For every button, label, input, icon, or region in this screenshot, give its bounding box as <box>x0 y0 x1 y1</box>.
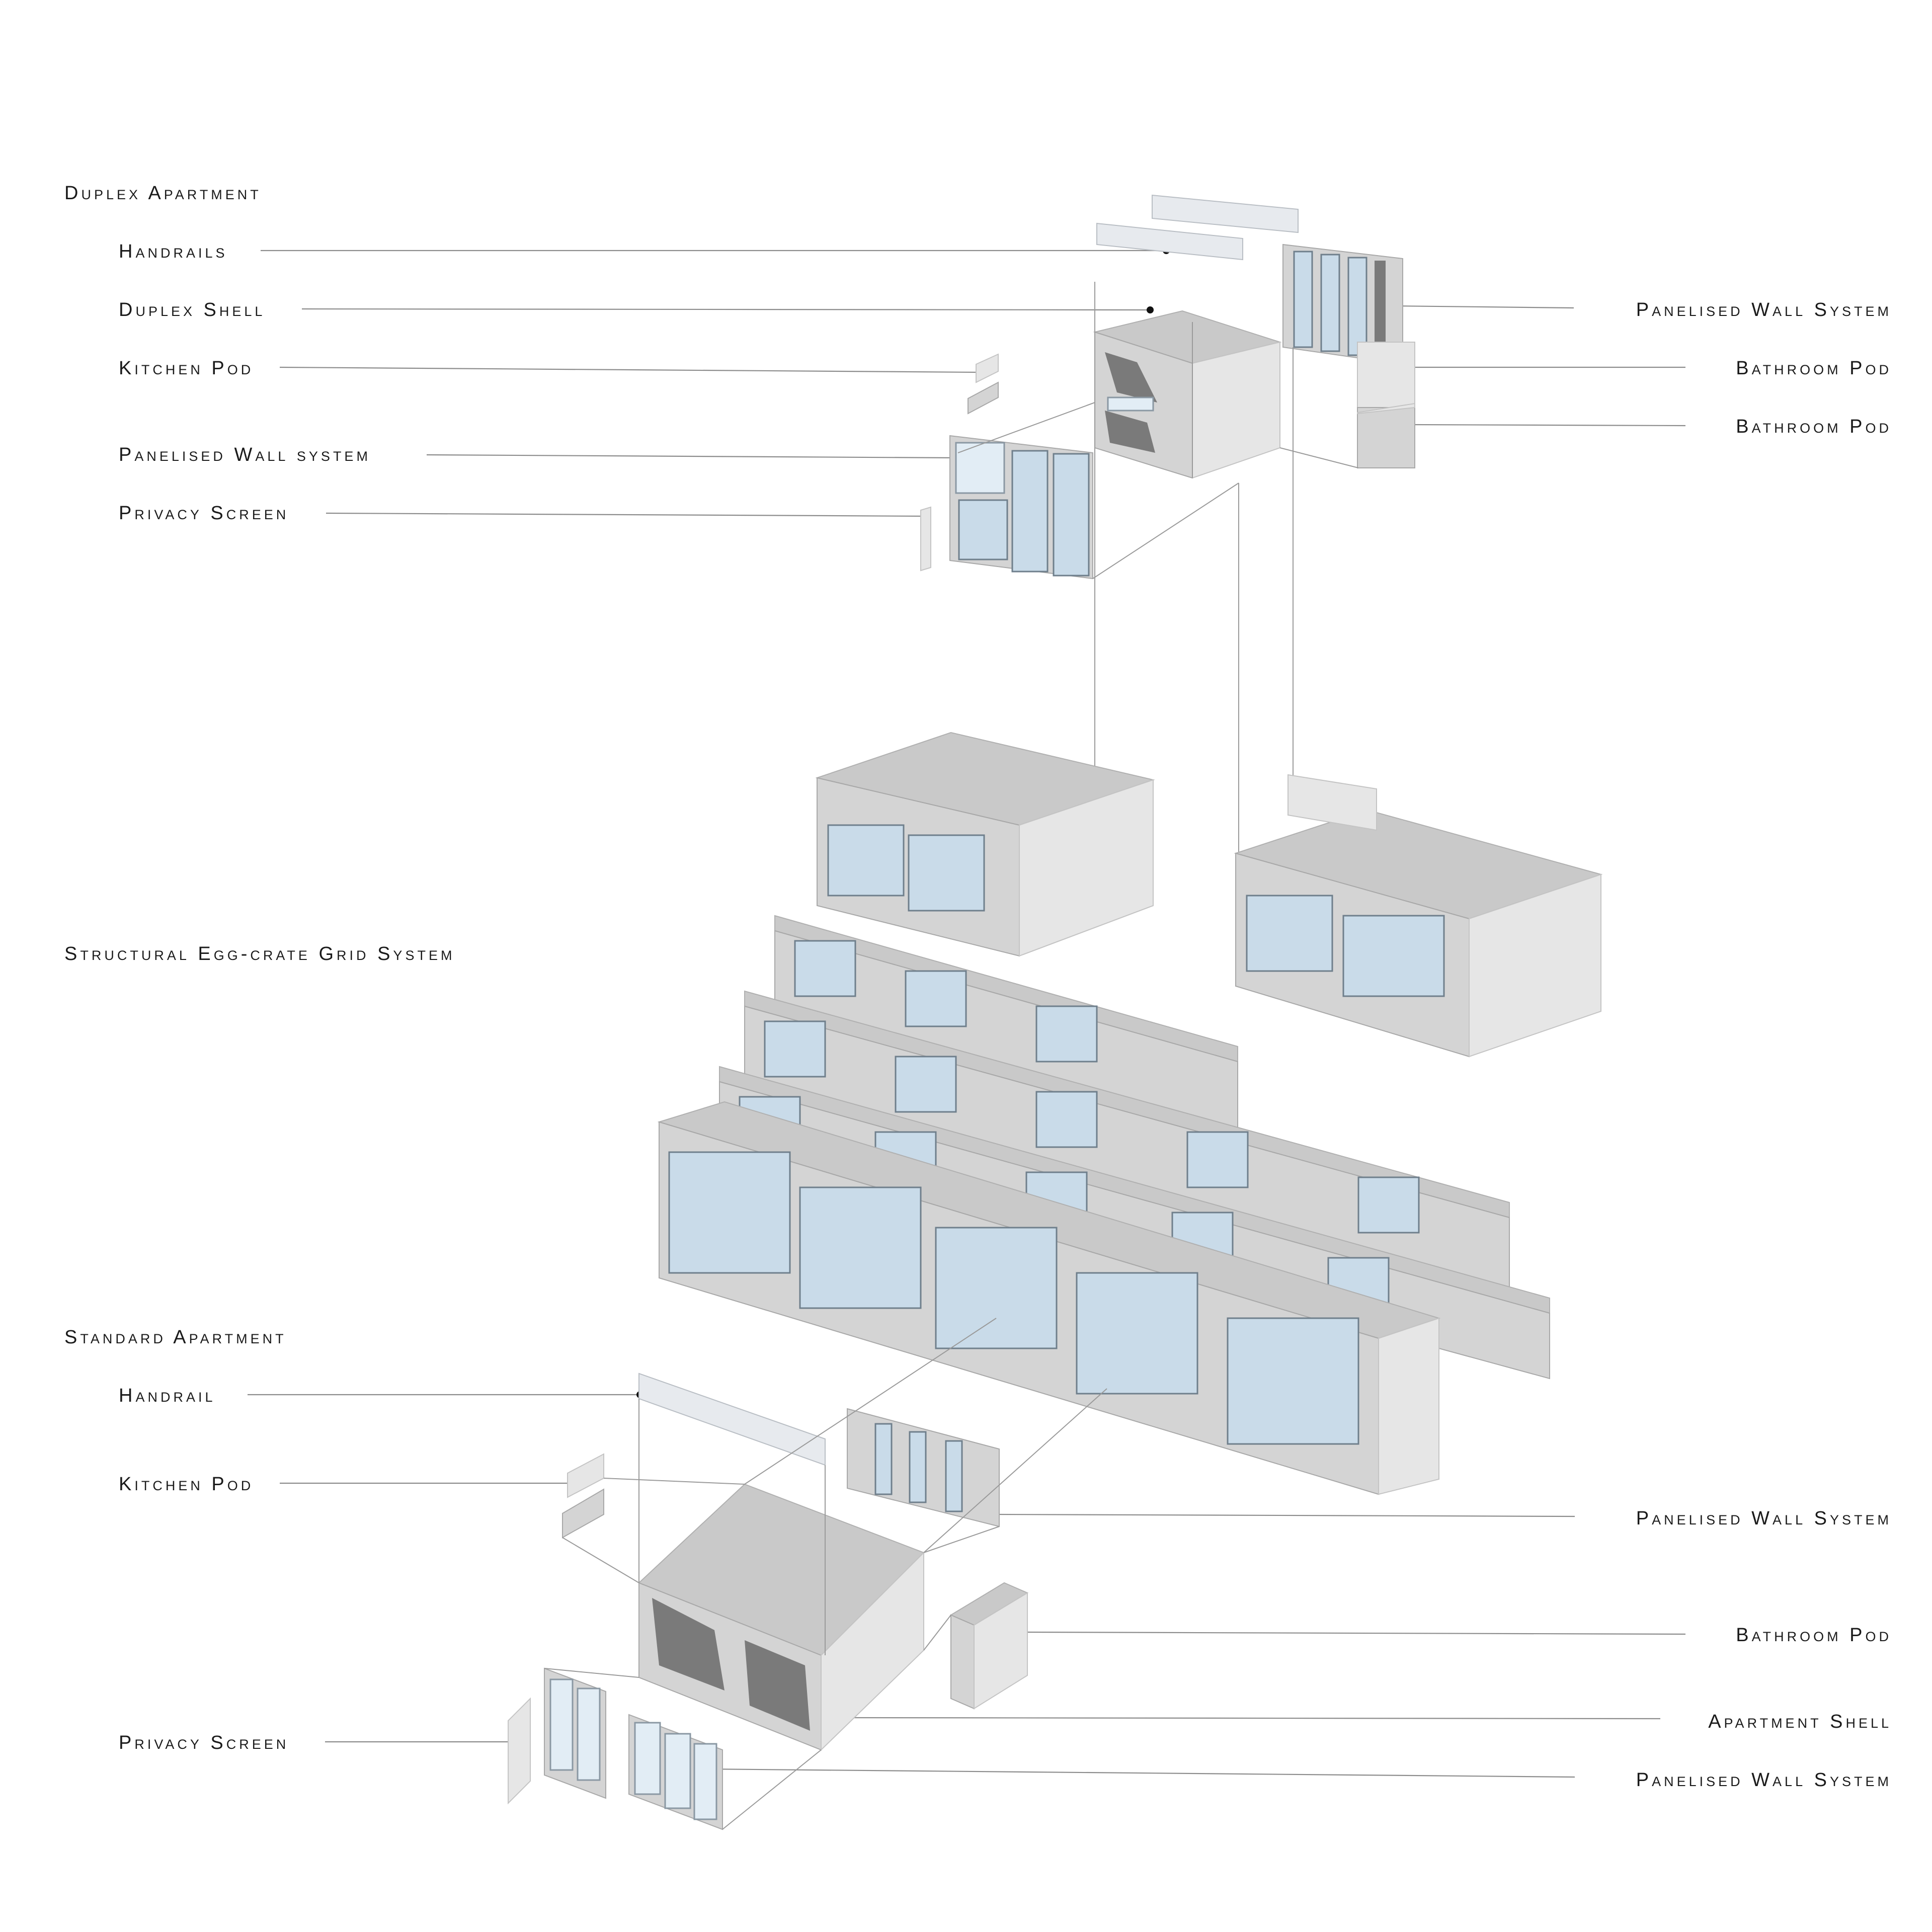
standard-label-apartment-shell: Apartment Shell <box>842 1711 1892 1732</box>
duplex-kitchen-pods <box>968 353 999 415</box>
duplex-guide-lines <box>957 282 1359 865</box>
duplex-bathroom-pods <box>1357 342 1415 468</box>
svg-text:Panelised Wall System: Panelised Wall System <box>1636 1508 1892 1529</box>
svg-text:Privacy Screen: Privacy Screen <box>119 1732 289 1753</box>
standard-label-privacy-screen: Privacy Screen <box>119 1732 515 1753</box>
standard-label-handrail: Handrail <box>119 1385 643 1406</box>
duplex-label-kitchen-pod: Kitchen Pod <box>119 358 985 379</box>
svg-text:Bathroom Pod: Bathroom Pod <box>1736 358 1892 379</box>
duplex-shell-block <box>1093 310 1282 479</box>
svg-text:Panelised Wall System: Panelised Wall System <box>1636 1769 1892 1791</box>
standard-label-panelised-wall-upper: Panelised Wall System <box>993 1508 1892 1529</box>
svg-text:Panelised Wall System: Panelised Wall System <box>1636 299 1892 320</box>
duplex-right-wall-panels <box>1282 244 1403 365</box>
section-heading-grid: Structural Egg-crate Grid System <box>64 943 455 964</box>
svg-text:Apartment Shell: Apartment Shell <box>1708 1711 1892 1732</box>
svg-text:Panelised Wall system: Panelised Wall system <box>119 444 371 465</box>
standard-handrail-component <box>638 1373 826 1466</box>
duplex-label-shell: Duplex Shell <box>119 299 1154 320</box>
svg-text:Duplex Shell: Duplex Shell <box>119 299 265 320</box>
standard-bathroom-pod <box>949 1582 1029 1710</box>
svg-text:Bathroom Pod: Bathroom Pod <box>1736 416 1892 437</box>
svg-text:Kitchen Pod: Kitchen Pod <box>119 358 254 379</box>
svg-text:Kitchen Pod: Kitchen Pod <box>119 1474 254 1495</box>
duplex-left-wall-panels <box>949 435 1093 580</box>
standard-label-kitchen-pod: Kitchen Pod <box>119 1474 575 1495</box>
duplex-label-handrails: Handrails <box>119 241 1170 262</box>
standard-privacy-screen <box>508 1697 531 1805</box>
duplex-label-bathroom-pod-2: Bathroom Pod <box>1406 416 1892 437</box>
duplex-privacy-screen <box>920 506 931 572</box>
standard-label-bathroom-pod: Bathroom Pod <box>1017 1625 1892 1646</box>
svg-text:Bathroom Pod: Bathroom Pod <box>1736 1625 1892 1646</box>
svg-text:Handrails: Handrails <box>119 241 227 262</box>
standard-upper-wall-panels <box>847 1408 1000 1527</box>
section-heading-duplex: Duplex Apartment <box>64 183 262 204</box>
svg-text:Privacy Screen: Privacy Screen <box>119 503 289 524</box>
duplex-label-privacy-screen: Privacy Screen <box>119 503 931 524</box>
standard-guide-lines <box>544 1318 1107 1830</box>
standard-kitchen-pods <box>562 1453 604 1539</box>
egg-crate-grid-system <box>657 732 1603 1495</box>
svg-text:Handrail: Handrail <box>119 1385 215 1406</box>
duplex-label-panelised-wall-right: Panelised Wall System <box>1389 299 1892 320</box>
duplex-label-bathroom-pod-1: Bathroom Pod <box>1406 358 1892 379</box>
section-heading-standard: Standard Apartment <box>64 1327 287 1348</box>
duplex-handrails-components <box>1096 194 1299 261</box>
standard-label-panelised-wall-lower: Panelised Wall System <box>700 1765 1892 1791</box>
standard-shell-block <box>638 1483 925 1751</box>
duplex-label-panelised-wall-left: Panelised Wall system <box>119 444 961 465</box>
